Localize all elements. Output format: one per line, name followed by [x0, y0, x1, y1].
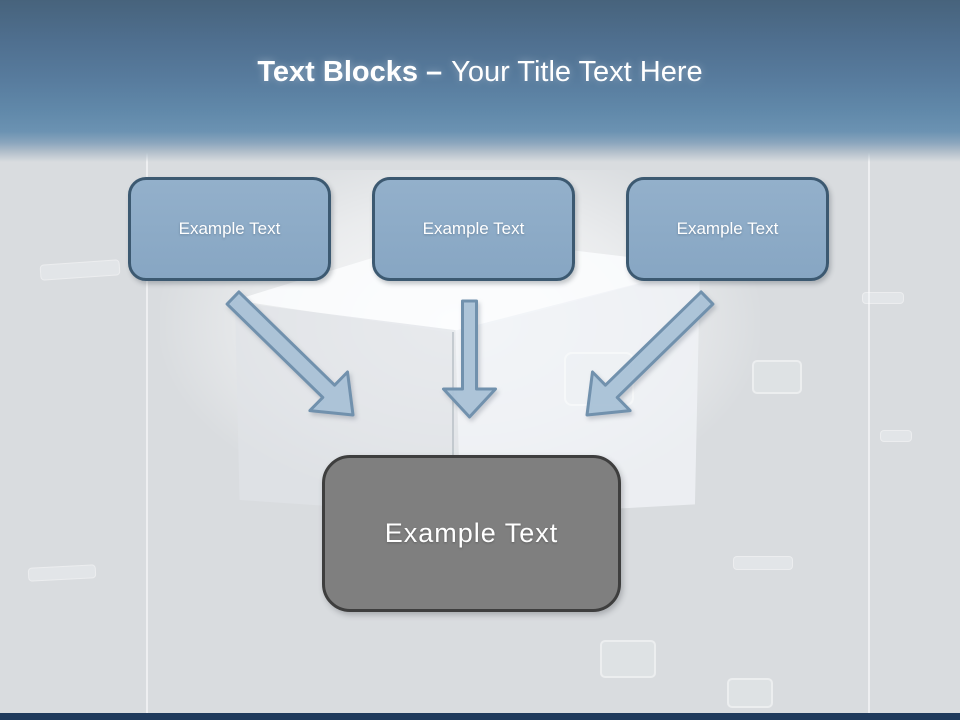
- drawer-label-plate: [727, 678, 773, 708]
- drawer-handle-bar: [862, 292, 904, 304]
- drawer-handle-bar: [880, 430, 912, 442]
- drawer-handle-bar: [733, 556, 793, 570]
- title-bold-segment: Text Blocks –: [257, 56, 443, 88]
- text-block-2: Example Text: [372, 177, 575, 281]
- drawer-label-plate: [600, 640, 656, 678]
- title-regular-segment: Your Title Text Here: [451, 56, 703, 88]
- drawer-handle-bar: [39, 259, 121, 281]
- cabinet-corner-line: [452, 332, 454, 517]
- drawer-handle-plate: [564, 352, 634, 406]
- text-block-1-label: Example Text: [178, 219, 281, 238]
- summary-block-label: Example Text: [384, 518, 559, 548]
- slide-title: Text Blocks –Your Title Text Here: [0, 52, 960, 92]
- summary-block: Example Text: [322, 455, 621, 612]
- slide-header: Text Blocks –Your Title Text Here: [0, 0, 960, 162]
- text-block-3: Example Text: [626, 177, 829, 281]
- text-block-2-label: Example Text: [422, 219, 525, 238]
- drawer-label-plate: [752, 360, 802, 394]
- cabinet-edge-line: [868, 140, 870, 720]
- drawer-handle-bar: [27, 564, 97, 582]
- bottom-accent-bar: [0, 713, 960, 720]
- cabinet-edge-line: [146, 150, 148, 720]
- text-block-3-label: Example Text: [676, 219, 779, 238]
- text-block-1: Example Text: [128, 177, 331, 281]
